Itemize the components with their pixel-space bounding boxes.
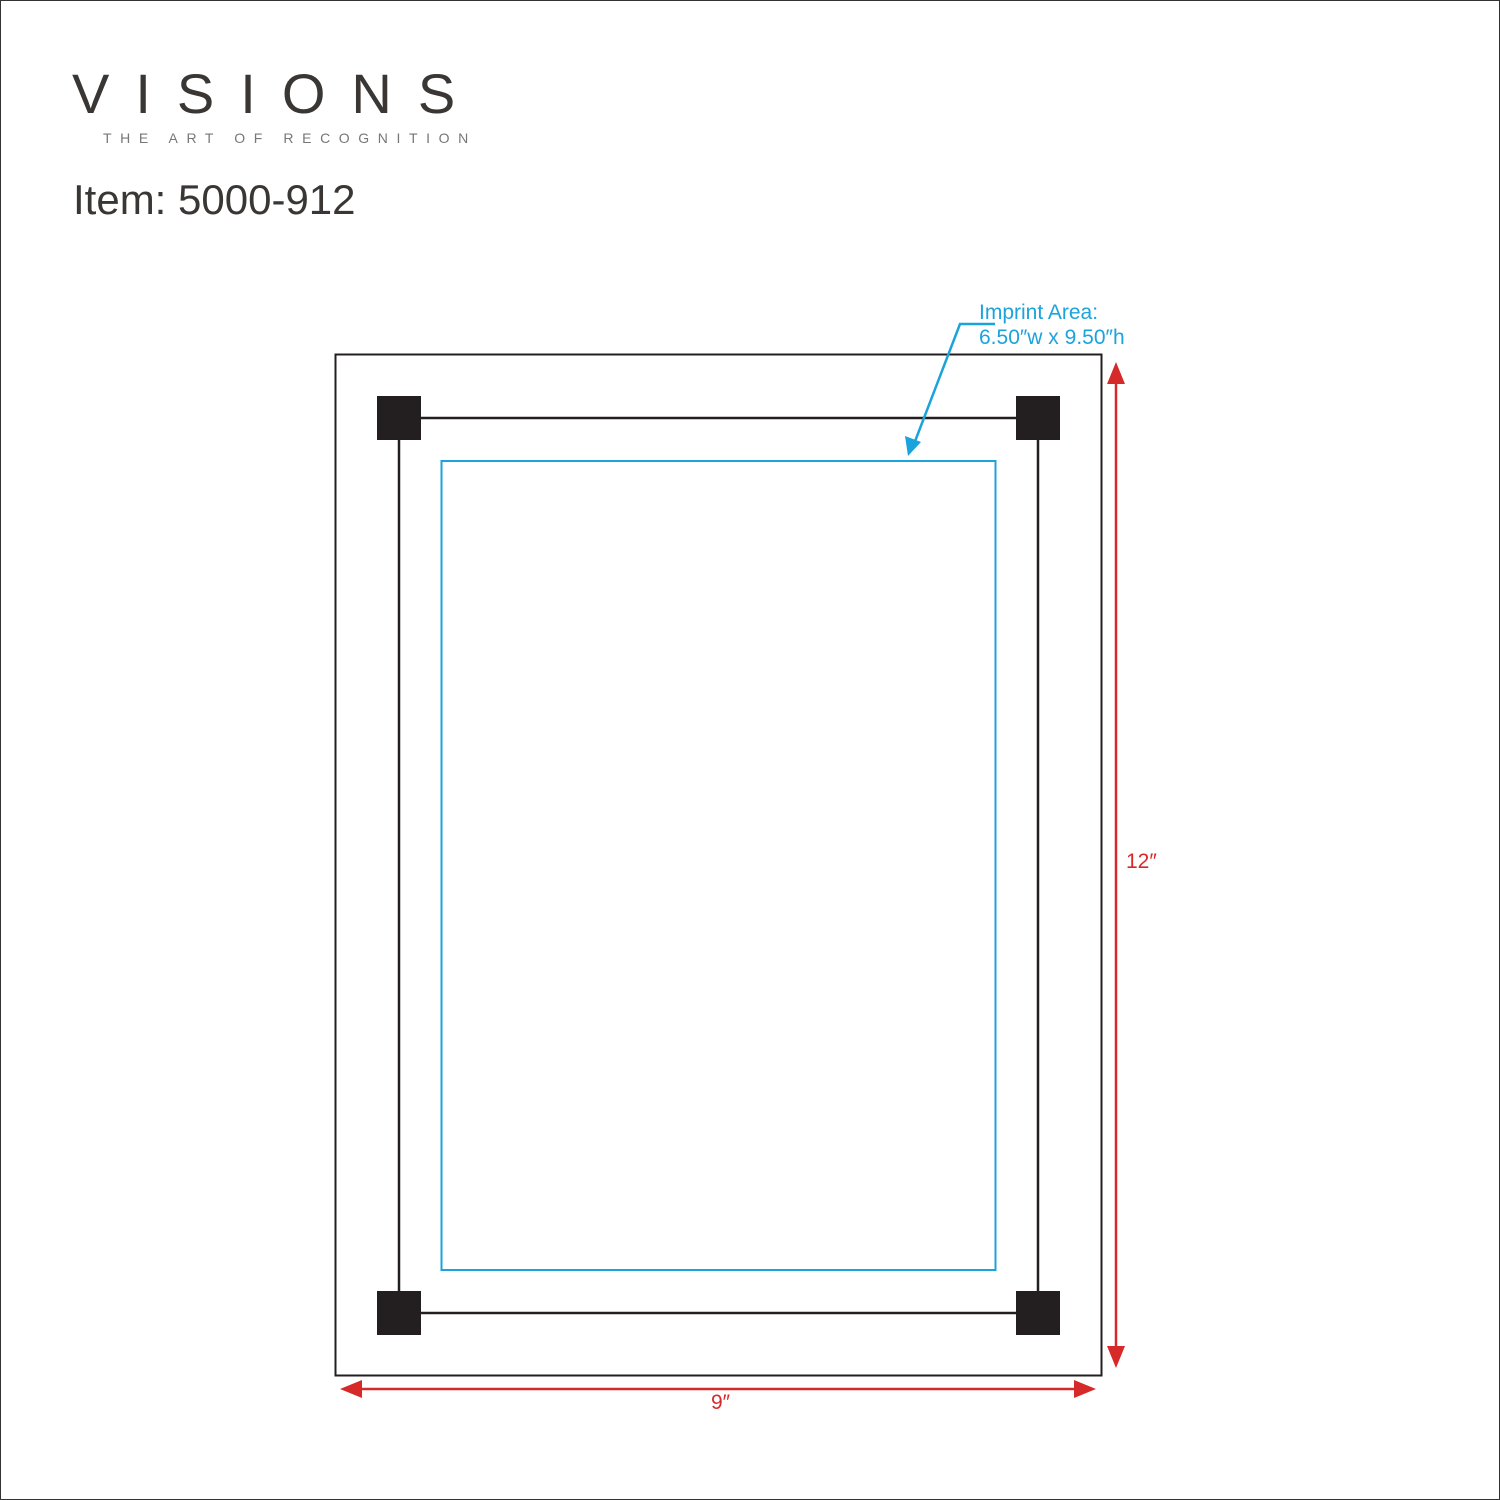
- width-dimension-arrow: [340, 1380, 1096, 1398]
- height-dimension-arrow: [1107, 362, 1125, 1368]
- standoff-top-left: [377, 396, 421, 440]
- imprint-area: [440, 460, 997, 1271]
- standoff-bottom-left: [377, 1291, 421, 1335]
- imprint-size: 6.50″w x 9.50″h: [979, 326, 1125, 349]
- standoff-bottom-right: [1016, 1291, 1060, 1335]
- imprint-title: Imprint Area:: [979, 301, 1099, 324]
- width-label: 9″: [711, 1391, 731, 1414]
- item-number: Item: 5000-912: [73, 176, 356, 223]
- imprint-callout-arrow: [905, 322, 995, 456]
- panel-outline: [334, 353, 1103, 1377]
- brand-tagline: THE ART OF RECOGNITION: [103, 130, 477, 146]
- standoff-frame: [397, 416, 1040, 1315]
- standoff-top-right: [1016, 396, 1060, 440]
- brand-logo: VISIONS: [72, 62, 482, 125]
- height-label: 12″: [1126, 850, 1157, 873]
- imprint-label: Imprint Area: 6.50″w x 9.50″h: [979, 300, 1125, 350]
